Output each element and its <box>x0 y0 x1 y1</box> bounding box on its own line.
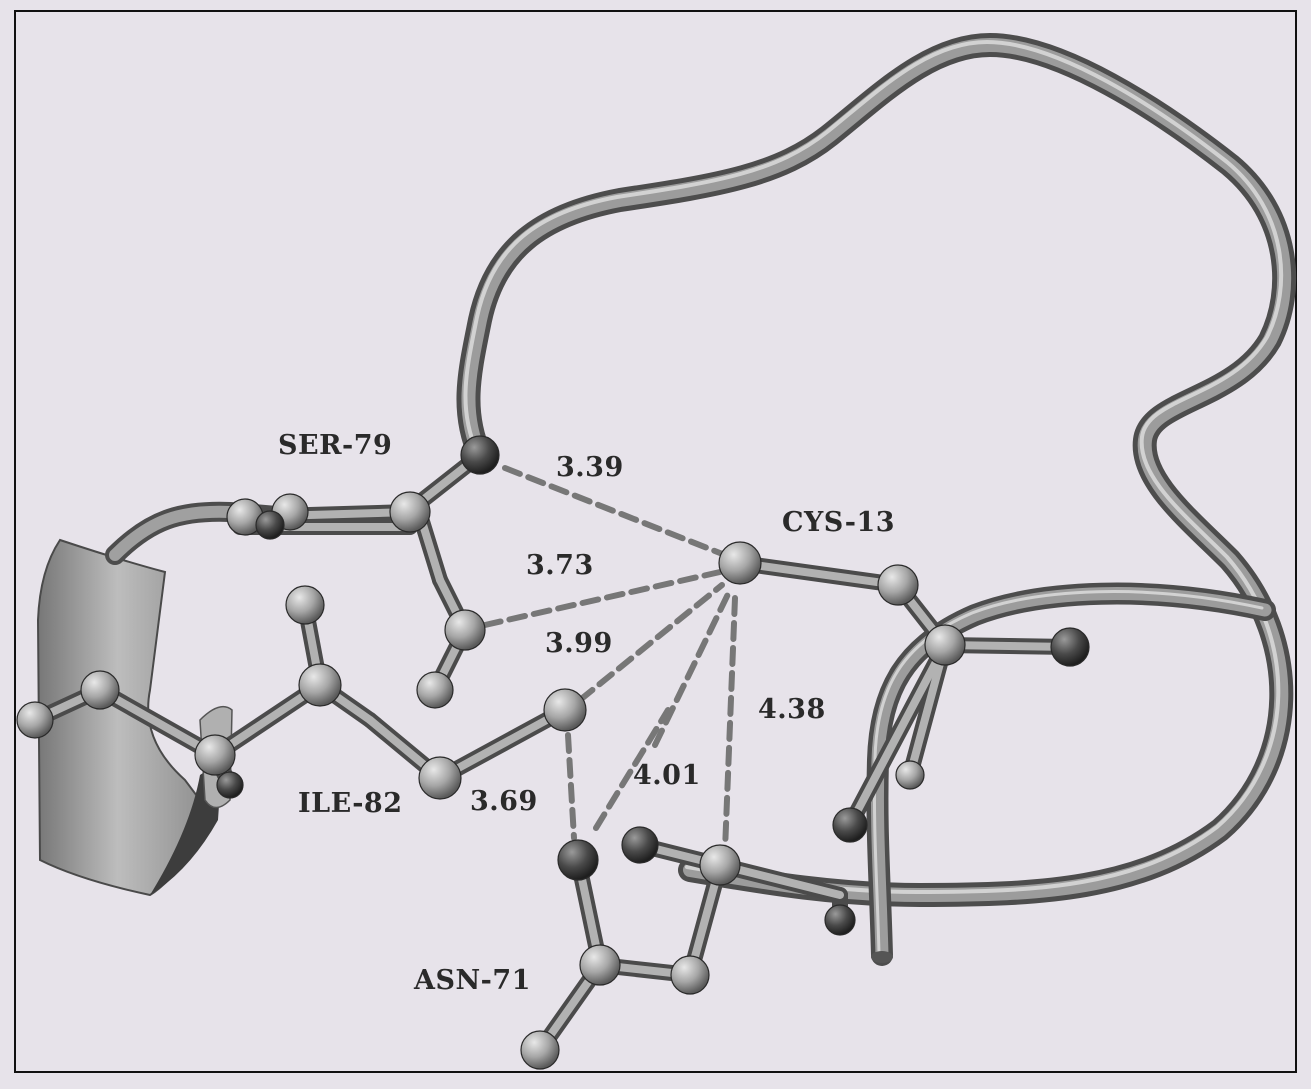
label-ser-79: SER-79 <box>278 430 392 461</box>
distance-label-4-01: 4.01 <box>633 760 701 791</box>
distance-label-3-73: 3.73 <box>526 550 594 581</box>
label-cys-13: CYS-13 <box>782 507 895 538</box>
atoms <box>17 436 1089 1069</box>
distance-label-4-38: 4.38 <box>758 694 826 725</box>
label-ile-82: ILE-82 <box>298 788 402 819</box>
label-asn-71: ASN-71 <box>414 965 531 996</box>
dist-line-asn71-ile82 <box>568 735 574 838</box>
distance-label-3-99: 3.99 <box>545 628 613 659</box>
bond-sticks <box>35 455 1070 1050</box>
distance-label-3-69: 3.69 <box>470 786 538 817</box>
dist-line-asn71-cys13-c <box>725 598 735 850</box>
distance-label-3-39: 3.39 <box>556 452 624 483</box>
dist-line-asn71-cys13-a <box>655 590 730 745</box>
